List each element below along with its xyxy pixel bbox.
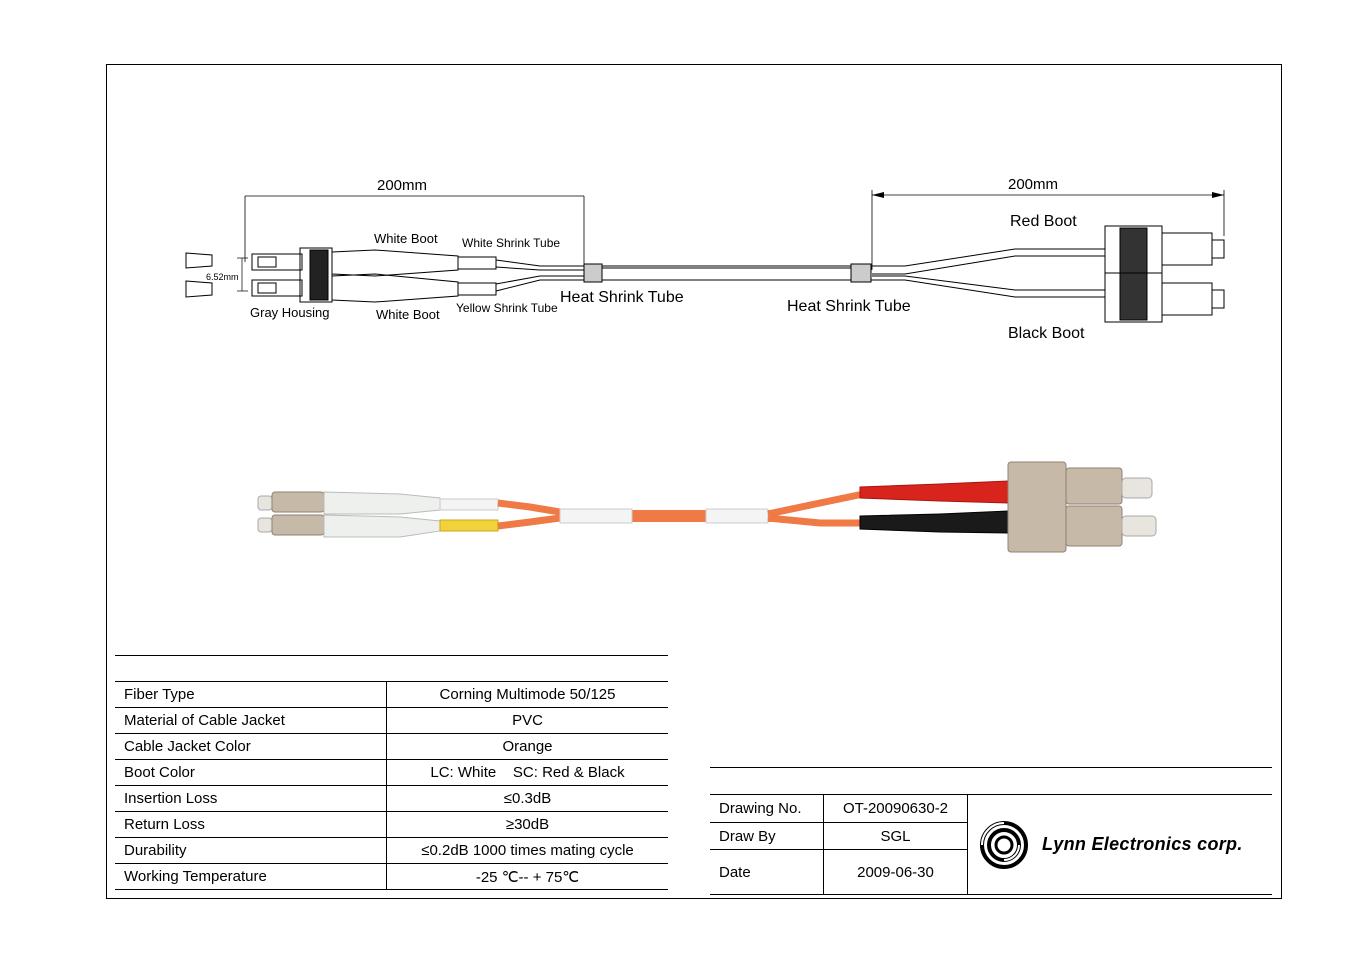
title-block-rule	[710, 767, 1272, 768]
spec-value: ≥30dB	[386, 811, 668, 838]
draw-by-label: Draw By	[710, 823, 824, 850]
lc-boot-top	[323, 491, 441, 515]
spec-label: Return Loss	[115, 811, 387, 838]
sc-black-boot	[859, 510, 1009, 534]
spec-label: Working Temperature	[115, 863, 387, 890]
jacket-split-left-top	[497, 499, 561, 516]
white-shrink-tube-label: White Shrink Tube	[462, 236, 560, 250]
spec-row: Insertion Loss≤0.3dB	[115, 785, 668, 812]
heat-shrink-left-label: Heat Shrink Tube	[560, 289, 684, 306]
spec-row: Return Loss≥30dB	[115, 811, 668, 838]
spec-value: Orange	[386, 733, 668, 760]
spec-label: Material of Cable Jacket	[115, 707, 387, 734]
sc-red-boot	[859, 480, 1009, 504]
company-logo: Lynn Electronics corp.	[968, 795, 1272, 894]
spec-value: LC: White SC: Red & Black	[386, 759, 668, 786]
spec-value: ≤0.3dB	[386, 785, 668, 812]
spec-value: PVC	[386, 707, 668, 734]
sc-plug-bottom	[1065, 505, 1123, 547]
date-value: 2009-06-30	[824, 850, 968, 894]
gray-housing-label: Gray Housing	[250, 305, 329, 320]
spec-value: ≤0.2dB 1000 times mating cycle	[386, 837, 668, 864]
sc-housing	[1007, 461, 1067, 553]
company-name: Lynn Electronics corp.	[1042, 834, 1243, 854]
spec-value: Corning Multimode 50/125	[386, 681, 668, 708]
jacket-split-left-bottom	[497, 514, 561, 530]
date-label: Date	[710, 850, 824, 894]
yellow-shrink-tube	[439, 519, 499, 532]
spec-row: Durability≤0.2dB 1000 times mating cycle	[115, 837, 668, 864]
company-logo-icon	[980, 820, 1028, 869]
title-block: Drawing No. OT-20090630-2 Draw By SGL Da…	[710, 794, 1272, 895]
jacket-split-right-bottom	[767, 514, 868, 527]
yellow-shrink-tube-label: Yellow Shrink Tube	[456, 301, 558, 315]
drawing-frame	[106, 64, 1282, 899]
jacket-split-right-top	[767, 489, 869, 518]
white-shrink-tube	[439, 498, 499, 511]
sc-ferrule-top	[1121, 477, 1153, 499]
cable-illustration	[257, 461, 1157, 553]
spec-label: Boot Color	[115, 759, 387, 786]
lc-boot-bottom	[323, 514, 441, 538]
spec-label: Durability	[115, 837, 387, 864]
lc-ferrule-bottom	[257, 517, 273, 533]
pitch-label: 6.52mm	[206, 272, 239, 282]
sc-ferrule-bottom	[1121, 515, 1157, 537]
spec-label: Insertion Loss	[115, 785, 387, 812]
spec-table-rule	[115, 655, 668, 656]
drawing-no-label: Drawing No.	[710, 795, 824, 823]
white-boot-top-label: White Boot	[374, 231, 438, 246]
spec-row: Working Temperature-25 ℃-- + 75℃	[115, 863, 668, 890]
technical-drawing: 200mm 200mm 6.52mm White Boot White Boot…	[185, 176, 1225, 342]
dimension-right-label: 200mm	[1008, 176, 1058, 193]
black-boot-label: Black Boot	[1008, 325, 1085, 342]
lc-ferrule-top	[257, 495, 273, 511]
spec-label: Cable Jacket Color	[115, 733, 387, 760]
drawing-no-value: OT-20090630-2	[824, 795, 968, 823]
spec-value: -25 ℃-- + 75℃	[386, 863, 668, 890]
spec-label: Fiber Type	[115, 681, 387, 708]
white-boot-bottom-label: White Boot	[376, 307, 440, 322]
sc-plug-top	[1065, 467, 1123, 505]
dimension-left-label: 200mm	[377, 177, 427, 194]
heat-shrink-tube-left	[559, 508, 633, 524]
lc-housing-top	[271, 491, 325, 513]
heat-shrink-tube-right	[705, 508, 769, 524]
draw-by-value: SGL	[824, 823, 968, 850]
red-boot-label: Red Boot	[1010, 213, 1077, 230]
heat-shrink-right-label: Heat Shrink Tube	[787, 298, 911, 315]
lc-housing-bottom	[271, 514, 325, 536]
